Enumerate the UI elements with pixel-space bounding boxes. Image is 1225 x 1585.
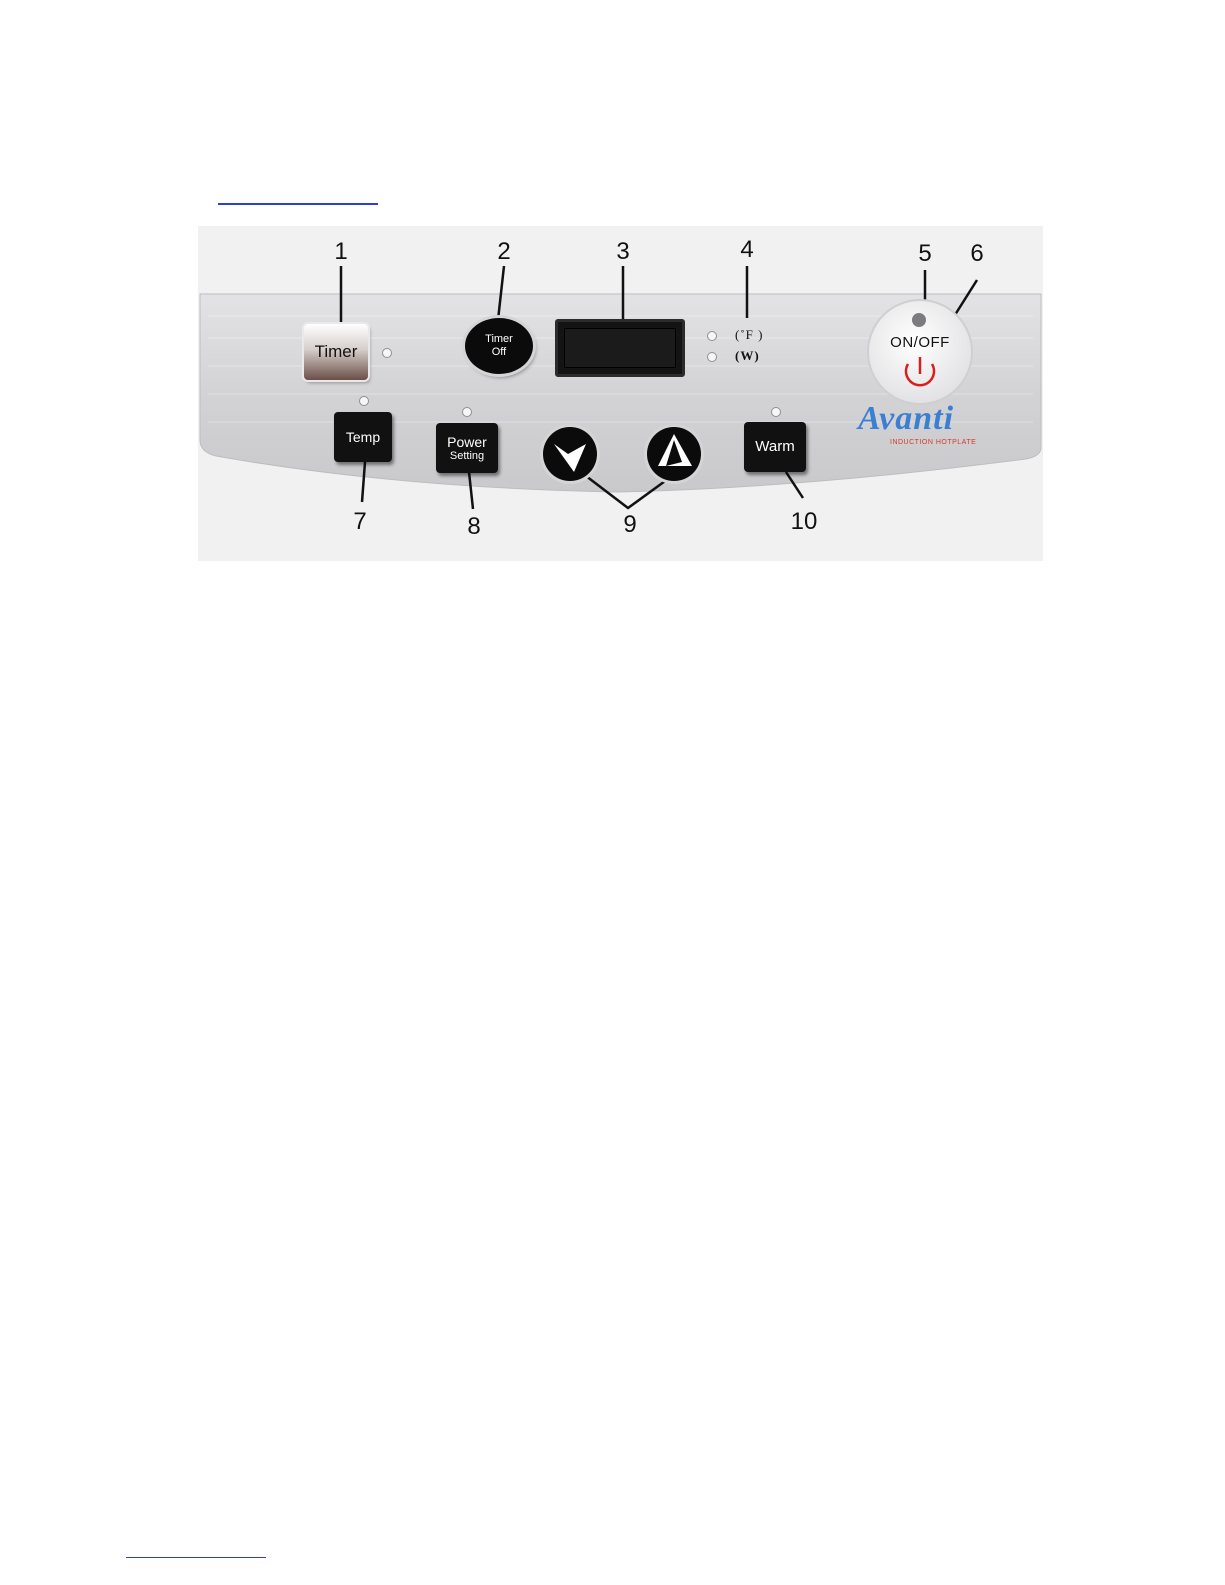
timer-off-button[interactable]: Timer Off [465, 318, 533, 374]
hyperlink-underline[interactable] [218, 203, 378, 205]
callout-8: 8 [454, 515, 494, 539]
power-setting-button[interactable]: Power Setting [436, 423, 498, 473]
callout-6: 6 [957, 242, 997, 266]
footnote-separator [126, 1557, 266, 1558]
warm-led [771, 407, 781, 417]
callout-10: 10 [784, 510, 824, 534]
watts-label: (W) [735, 348, 760, 364]
timer-led [382, 348, 392, 358]
up-arrow-button[interactable] [644, 424, 704, 484]
callout-1: 1 [321, 240, 361, 264]
control-panel-figure: 1 2 3 4 5 6 7 8 9 10 Timer Timer Off (˚F… [198, 226, 1043, 561]
lcd-screen [564, 328, 676, 368]
power-setting-label-line1: Power [447, 434, 487, 450]
on-off-button[interactable]: ON/OFF [868, 332, 972, 368]
temp-button-label: Temp [346, 429, 380, 445]
callout-7: 7 [340, 510, 380, 534]
callout-4: 4 [727, 238, 767, 262]
down-arrow-button[interactable] [540, 424, 600, 484]
timer-off-label-line2: Off [492, 346, 506, 359]
fahrenheit-label: (˚F ) [735, 327, 763, 343]
lcd-display [555, 319, 685, 377]
temp-led [359, 396, 369, 406]
power-setting-label-line2: Setting [450, 450, 484, 463]
temp-button[interactable]: Temp [334, 412, 392, 462]
on-off-label: ON/OFF [868, 334, 972, 351]
timer-button-label: Timer [315, 342, 358, 362]
fahrenheit-led [707, 331, 717, 341]
callout-9: 9 [610, 513, 650, 537]
power-indicator-light [912, 313, 926, 327]
timer-off-label-line1: Timer [485, 333, 513, 346]
avanti-logo: Avanti INDUCTION HOTPLATE [858, 408, 978, 458]
panel-drawing [198, 226, 1043, 561]
timer-button[interactable]: Timer [304, 324, 368, 380]
logo-subtitle: INDUCTION HOTPLATE [890, 439, 976, 446]
callout-5: 5 [905, 242, 945, 266]
watts-led [707, 352, 717, 362]
power-setting-led [462, 407, 472, 417]
warm-button[interactable]: Warm [744, 422, 806, 472]
warm-button-label: Warm [755, 438, 794, 455]
callout-3: 3 [603, 240, 643, 264]
callout-2: 2 [484, 240, 524, 264]
logo-brand: Avanti [858, 400, 954, 438]
